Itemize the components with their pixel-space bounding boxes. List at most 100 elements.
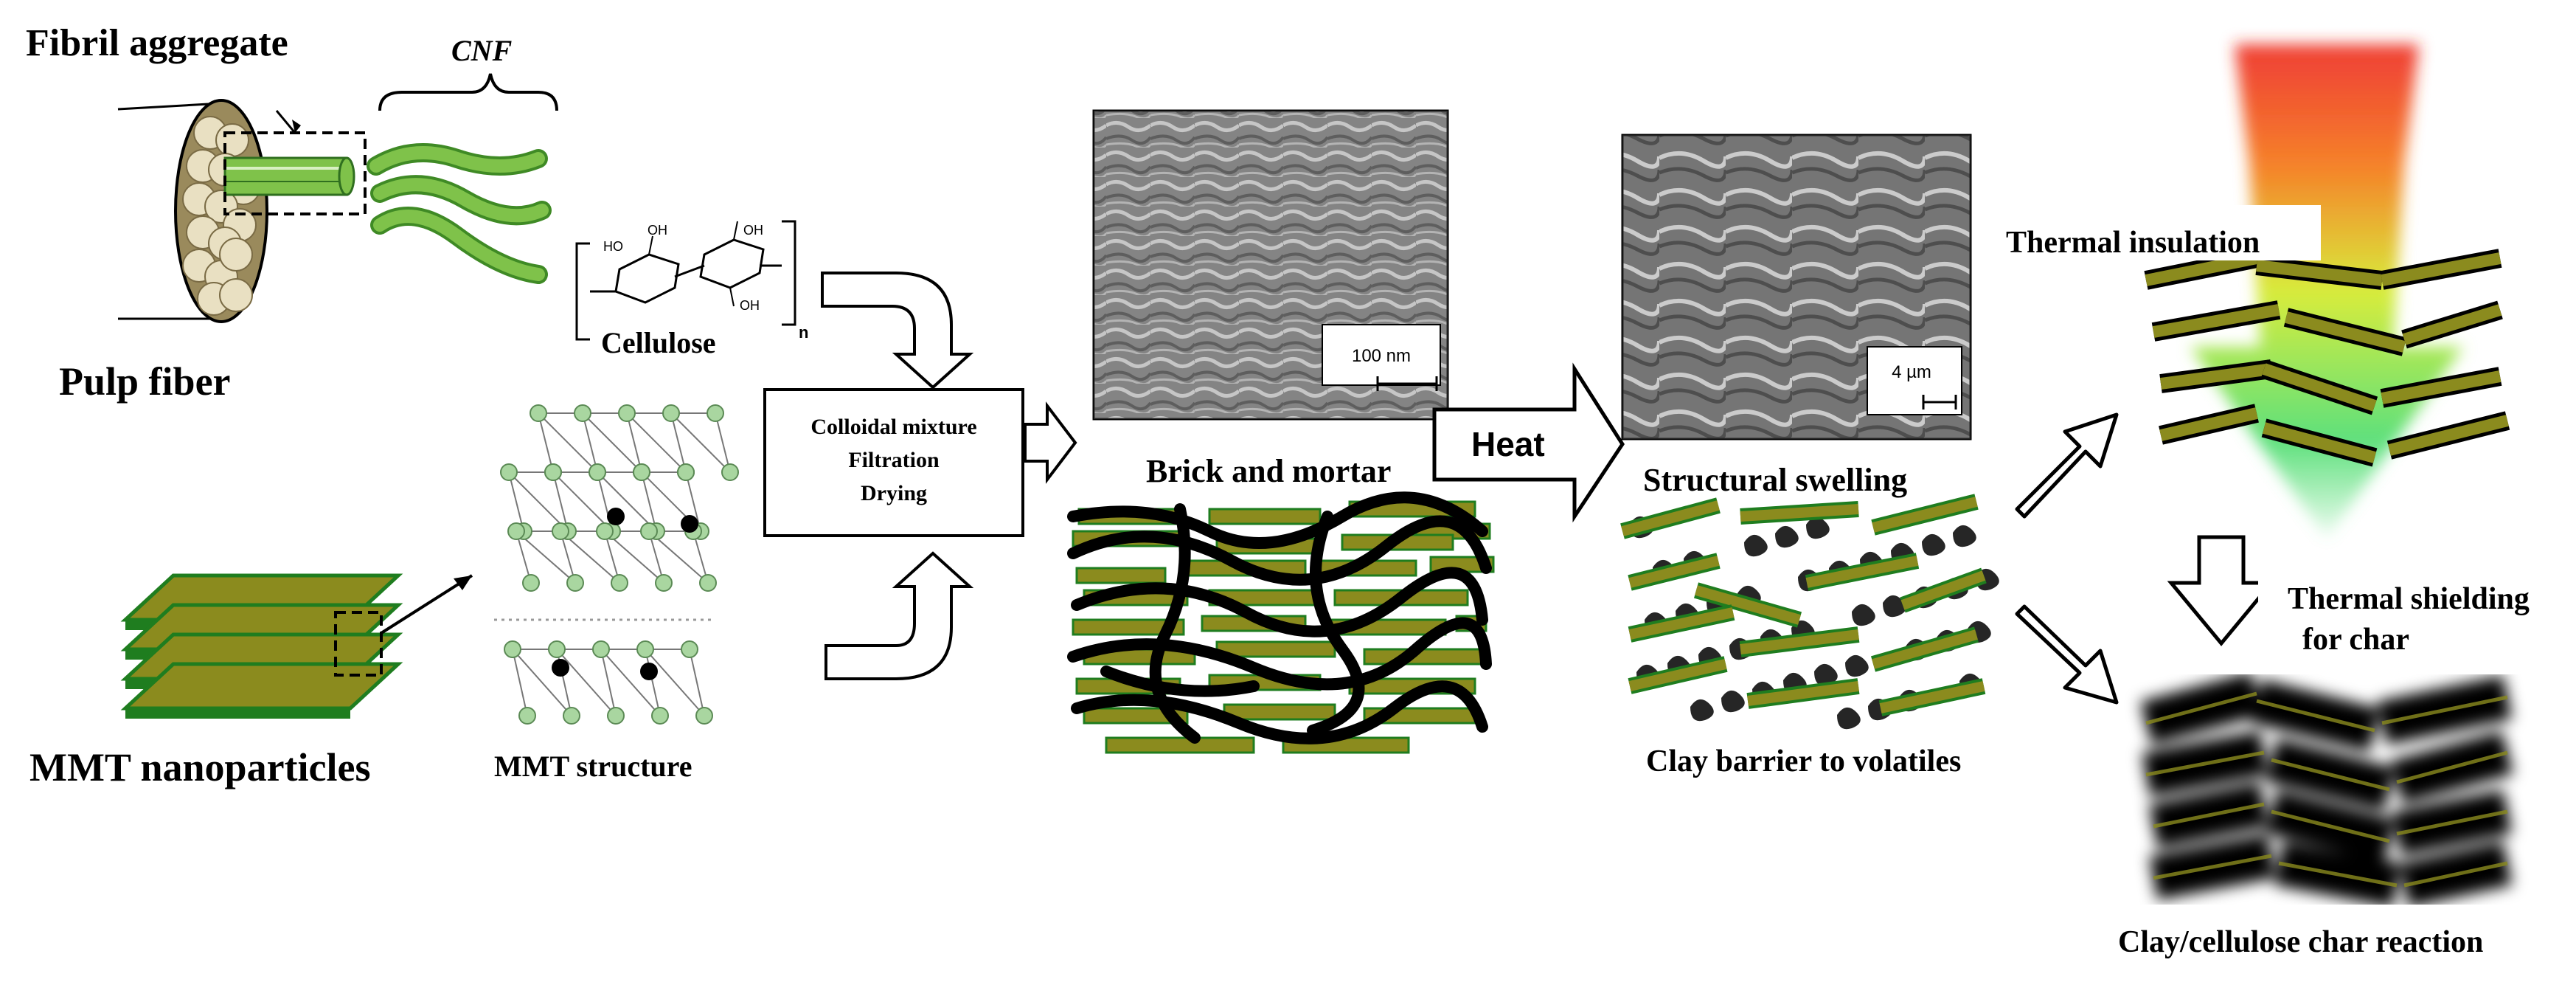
cnf-strands <box>367 143 552 284</box>
lattice-atom <box>518 707 536 725</box>
mmt-layer <box>120 662 403 711</box>
lattice-bond <box>648 530 664 584</box>
sem-image-structural-swelling: 4 µm <box>1621 134 1972 440</box>
lattice-cation <box>552 659 569 677</box>
volatile-residue <box>1953 525 1976 547</box>
lattice-atom <box>662 404 680 422</box>
label-for-char: for char <box>2302 623 2409 657</box>
insulation-plate <box>2159 363 2273 390</box>
lattice-bond <box>600 649 661 716</box>
cellulose-mortar <box>1149 503 1201 744</box>
clay-plate <box>1740 629 1859 654</box>
label-mmt-structure: MMT structure <box>494 750 692 783</box>
cellulose-mortar <box>1071 567 1488 637</box>
lattice-atom <box>707 404 724 422</box>
curved-arrow-top <box>821 272 974 390</box>
lattice-atom <box>611 574 628 592</box>
scale-bar-box-4um <box>1867 346 1962 415</box>
lattice-bond <box>604 530 620 584</box>
label-brick-and-mortar: Brick and mortar <box>1146 453 1391 489</box>
lattice-atom <box>633 463 650 481</box>
insulation-plate <box>2381 370 2502 404</box>
lattice-bond <box>508 471 524 532</box>
lattice-bond <box>515 530 576 584</box>
lattice-atom <box>522 574 540 592</box>
label-structural-swelling: Structural swelling <box>1643 462 1907 498</box>
volatile-residue <box>1852 604 1875 626</box>
volatile-residue <box>1837 707 1861 730</box>
char-schematic <box>2140 672 2513 908</box>
char-clay-plate <box>2256 699 2375 733</box>
insulation-plate <box>2159 407 2258 441</box>
process-step-drying: Drying <box>861 481 927 505</box>
char-clay-plate <box>2153 854 2272 880</box>
lattice-atom <box>552 522 569 540</box>
clay-plate <box>1872 629 1978 669</box>
lattice-bond <box>512 649 572 716</box>
label-cellulose: Cellulose <box>601 326 716 359</box>
volatile-residue <box>1690 699 1714 722</box>
lattice-atom <box>618 404 636 422</box>
clay-plate <box>1740 504 1859 522</box>
lattice-bond <box>512 649 528 716</box>
char-clay-plate <box>2145 691 2257 725</box>
label-thermal-insulation: Thermal insulation <box>2006 226 2260 260</box>
lattice-cation <box>607 508 625 525</box>
fibril-aggregate-cylinder <box>223 156 355 196</box>
lattice-atom <box>677 463 695 481</box>
lattice-atom <box>544 463 562 481</box>
cellulose-structure: HO OH OH OH n <box>575 220 808 342</box>
mmt-nanoparticle-stack <box>120 573 403 719</box>
clay-plate <box>1805 556 1919 588</box>
char-clay-plate <box>2396 809 2508 836</box>
lattice-atom <box>507 522 525 540</box>
clay-barrier-schematic <box>1620 494 1999 730</box>
lattice-bond <box>508 471 569 532</box>
fibril-circle <box>219 238 253 272</box>
scale-bar-100nm: 100 nm <box>1352 346 1411 366</box>
process-box <box>763 388 1024 537</box>
lattice-atom <box>607 707 625 725</box>
lattice-bond <box>538 412 598 473</box>
lattice-bond <box>626 412 687 473</box>
label-thermal-shielding: Thermal shielding <box>2288 582 2530 616</box>
clay-brick <box>1072 618 1185 636</box>
lattice-bond <box>692 530 709 584</box>
char-clay-plate <box>2396 750 2508 784</box>
label-pulp-fiber: Pulp fiber <box>59 359 231 404</box>
chem-label-oh-1: OH <box>648 223 667 238</box>
lattice-bond <box>645 649 661 716</box>
insulation-plate <box>2262 422 2377 463</box>
heat-gradient <box>2190 44 2463 539</box>
lattice-bond <box>715 412 731 473</box>
cellulose-mortar <box>1100 666 1260 697</box>
cellulose-mortar <box>1067 617 1492 691</box>
fibril-circle <box>215 123 249 157</box>
clay-brick <box>1105 736 1255 754</box>
lattice-bond <box>538 412 554 473</box>
lattice-atom <box>651 707 669 725</box>
lattice-bond <box>641 471 657 532</box>
clay-plate <box>1872 497 1978 533</box>
lattice-atom <box>563 707 580 725</box>
process-step-filtration: Filtration <box>848 448 940 472</box>
cellulose-mortar <box>1307 511 1365 736</box>
lattice-bond <box>689 649 705 716</box>
lattice-atom <box>592 640 610 658</box>
volatile-residue <box>1775 525 1799 548</box>
cellulose-mortar <box>1067 515 1492 586</box>
lattice-bond <box>582 412 642 473</box>
lattice-atom <box>681 640 698 658</box>
chem-label-oh-3: OH <box>740 298 760 313</box>
clay-brick <box>1083 707 1189 725</box>
lattice-bond <box>645 649 705 716</box>
curved-arrow-bottom <box>824 551 974 680</box>
insulation-plate <box>2256 260 2383 286</box>
volatile-residue <box>1883 595 1906 618</box>
lattice-atom <box>699 574 717 592</box>
lattice-atom <box>636 640 654 658</box>
char-clay-plate <box>2278 861 2398 888</box>
label-mmt-nanoparticles: MMT nanoparticles <box>29 745 370 789</box>
lattice-bond <box>515 530 532 584</box>
